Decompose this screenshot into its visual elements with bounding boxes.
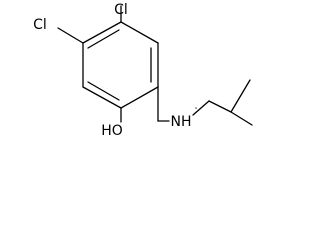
bond-c4-c5-inner (87, 81, 120, 101)
hydroxyl-label: HO (101, 123, 123, 139)
chlorine-label-left: Cl (33, 17, 47, 33)
bond-c6-cl (57, 27, 84, 44)
bond-n-to-ch2-tail (192, 100, 210, 116)
bond-c6-c1-inner (87, 29, 120, 49)
bond-tail-to-ch (208, 100, 232, 113)
chlorine-label-top: Cl (114, 2, 128, 18)
benzene-ring (82, 21, 159, 109)
amine-label: NH (171, 114, 192, 130)
bond-c4-c5 (82, 86, 122, 109)
substituent-bonds (57, 5, 253, 126)
bond-c1-c2 (120, 21, 159, 44)
molecule-structure: Cl Cl HO NH (33, 2, 253, 139)
bond-c6-c1 (82, 21, 122, 44)
bond-ch-to-methyl-down (230, 111, 253, 126)
bond-c3-c4 (120, 86, 159, 109)
bond-ch-to-methyl-up (230, 79, 251, 113)
